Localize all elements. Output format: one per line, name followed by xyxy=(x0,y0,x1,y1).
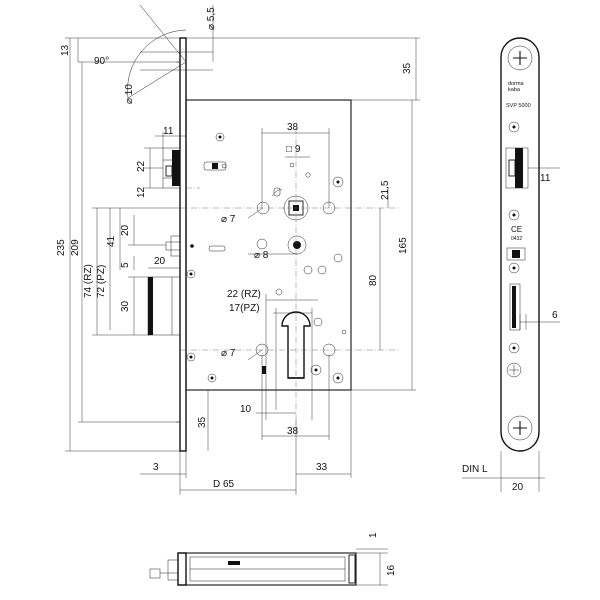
dim-35-top: 35 xyxy=(402,62,413,74)
dim-41: 41 xyxy=(106,235,117,247)
dim-209: 209 xyxy=(70,239,81,256)
brand-dorma: dorma xyxy=(508,81,525,87)
dim-7-top: ⌀ 7 xyxy=(221,214,236,225)
dim-22: 22 xyxy=(136,160,147,172)
dim-17-pz: 17(PZ) xyxy=(229,303,260,314)
section-bolt xyxy=(149,568,161,579)
dim-22-rz: 22 (RZ) xyxy=(227,289,261,300)
dim-1: 1 xyxy=(368,532,379,538)
dim-9: □ 9 xyxy=(286,144,301,155)
faceplate-latch-opening xyxy=(505,147,529,189)
faceplate-outline xyxy=(500,37,540,452)
dim-35-bottom: 35 xyxy=(197,416,208,428)
dim-235: 235 xyxy=(56,239,67,256)
front-view xyxy=(127,4,400,452)
faceplate-view: dorma kaba SVP 5000 CE 0432 xyxy=(462,37,560,493)
cylinder-hole xyxy=(255,311,336,379)
dim-74-rz: 74 (RZ) xyxy=(83,264,94,298)
dimension-labels: ⌀ 5,5 13 90° ⌀ 10 35 11 38 □ 9 22 12 21,… xyxy=(56,7,413,490)
dim-16: 16 xyxy=(386,564,397,576)
faceplate-screw-bottom xyxy=(507,415,533,441)
dim-13: 13 xyxy=(60,44,71,56)
faceplate-deadbolt-opening xyxy=(509,283,521,331)
forend-strip xyxy=(179,37,187,452)
dim-33: 33 xyxy=(316,462,328,473)
dim-d65: D 65 xyxy=(213,479,235,490)
dim-5-5: ⌀ 5,5 xyxy=(206,7,217,30)
ce-number: 0432 xyxy=(511,236,522,242)
dimension-lines xyxy=(65,5,420,495)
dim-7-bottom: ⌀ 7 xyxy=(221,348,236,359)
dim-11-right: 11 xyxy=(540,173,551,184)
dim-3: 3 xyxy=(153,462,159,473)
dim-6: 6 xyxy=(552,310,558,321)
faceplate-screw-top xyxy=(507,45,533,71)
dim-38-bottom: 38 xyxy=(287,426,299,437)
spring-slot xyxy=(208,245,226,252)
dim-20-face: 20 xyxy=(512,482,524,493)
dim-21-5: 21,5 xyxy=(380,180,391,200)
dim-30: 30 xyxy=(120,300,131,312)
dim-80: 80 xyxy=(368,274,379,286)
dim-din-l: DIN L xyxy=(462,464,488,475)
dim-10: 10 xyxy=(240,404,252,415)
brand-kaba: kaba xyxy=(508,87,521,93)
dim-8: ⌀ 8 xyxy=(254,250,269,261)
auxiliary-latch xyxy=(165,241,181,251)
latch-bolt xyxy=(162,147,181,189)
dim-12: 12 xyxy=(136,186,147,198)
dim-72-pz: 72 (PZ) xyxy=(96,265,107,298)
faceplate-aux-latch xyxy=(506,247,526,261)
body-screw-holes xyxy=(186,132,344,384)
dim-11-left: 11 xyxy=(163,126,174,137)
lock-body xyxy=(185,99,352,391)
padlock-icon xyxy=(203,161,227,171)
dim-angle-90: 90° xyxy=(94,56,109,67)
dim-165: 165 xyxy=(398,237,409,254)
dim-5: 5 xyxy=(120,262,131,268)
dim-20-small: 20 xyxy=(120,224,131,236)
dim-20-bolt: 20 xyxy=(154,256,166,267)
dead-bolt xyxy=(147,276,181,336)
dim-38-top: 38 xyxy=(287,122,299,133)
model-label: SVP 5000 xyxy=(506,103,531,109)
ce-mark: CE xyxy=(511,225,522,234)
section-view: 1 16 xyxy=(149,532,397,586)
dim-10: ⌀ 10 xyxy=(124,84,135,104)
